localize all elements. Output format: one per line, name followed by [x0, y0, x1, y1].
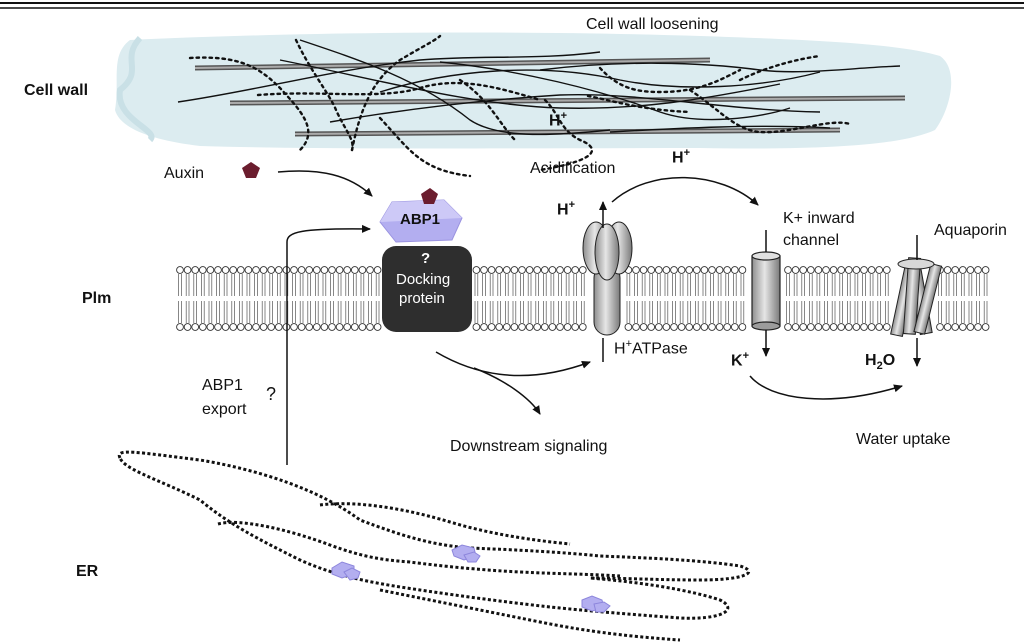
abp1-export-label-line1: ABP1 — [202, 377, 243, 394]
k-inward-channel — [751, 251, 781, 331]
water-uptake-arrow — [749, 375, 903, 400]
auxin-molecule-bound — [421, 188, 438, 204]
docking-protein — [382, 246, 472, 332]
auxin-molecule-free — [242, 162, 260, 178]
top-border — [0, 2, 1024, 9]
abp1-export-question: ? — [266, 384, 277, 404]
k-channel-activation-arrow — [611, 176, 759, 206]
er-abp1-molecules — [331, 544, 611, 613]
endoplasmic-reticulum — [117, 450, 751, 642]
er-region-label: ER — [76, 563, 99, 580]
pectin-fibers — [188, 34, 852, 178]
docking-label-line2: protein — [399, 290, 445, 307]
h2o-label: H2O — [865, 352, 896, 373]
auxin-label: Auxin — [164, 165, 205, 182]
plasma-membrane — [176, 266, 990, 331]
k-inward-label-line2: channel — [783, 232, 840, 249]
auxin-binding-arrow — [277, 170, 373, 197]
k-plus-label: K+ — [731, 350, 749, 370]
k-inward-label-line1: K+ inward — [783, 210, 855, 227]
arrows — [277, 170, 921, 465]
downstream-signaling-arrow — [473, 367, 541, 415]
plm-region-label: Plm — [82, 290, 112, 307]
cell-wall-band — [115, 32, 952, 149]
h-atpase-pump — [582, 221, 633, 336]
glycan-fibers — [177, 39, 901, 136]
h-atpase-label: H+ATPase — [614, 338, 688, 358]
aquaporin-label: Aquaporin — [934, 222, 1007, 239]
water-uptake-label: Water uptake — [856, 431, 951, 448]
docking-label-line1: Docking — [396, 271, 451, 288]
abp1-label: ABP1 — [400, 211, 441, 228]
downstream-signaling-label: Downstream signaling — [450, 438, 608, 455]
cell-wall-loosening-label: Cell wall loosening — [586, 16, 719, 33]
aquaporin-channel — [890, 257, 943, 338]
abp1-export-arrow — [286, 224, 371, 465]
atpase-activation-arrow — [435, 351, 591, 377]
abp1-export-label-line2: export — [202, 401, 247, 418]
docking-question-mark: ? — [421, 250, 431, 267]
cell-wall-region-label: Cell wall — [24, 82, 89, 99]
abp1-protein — [379, 199, 463, 243]
h-plus-label-pump: H+ — [557, 199, 575, 219]
h-plus-label-acid: H+ — [672, 147, 690, 167]
h-plus-label-wall: H+ — [549, 110, 567, 130]
acidification-label: Acidification — [530, 160, 616, 177]
